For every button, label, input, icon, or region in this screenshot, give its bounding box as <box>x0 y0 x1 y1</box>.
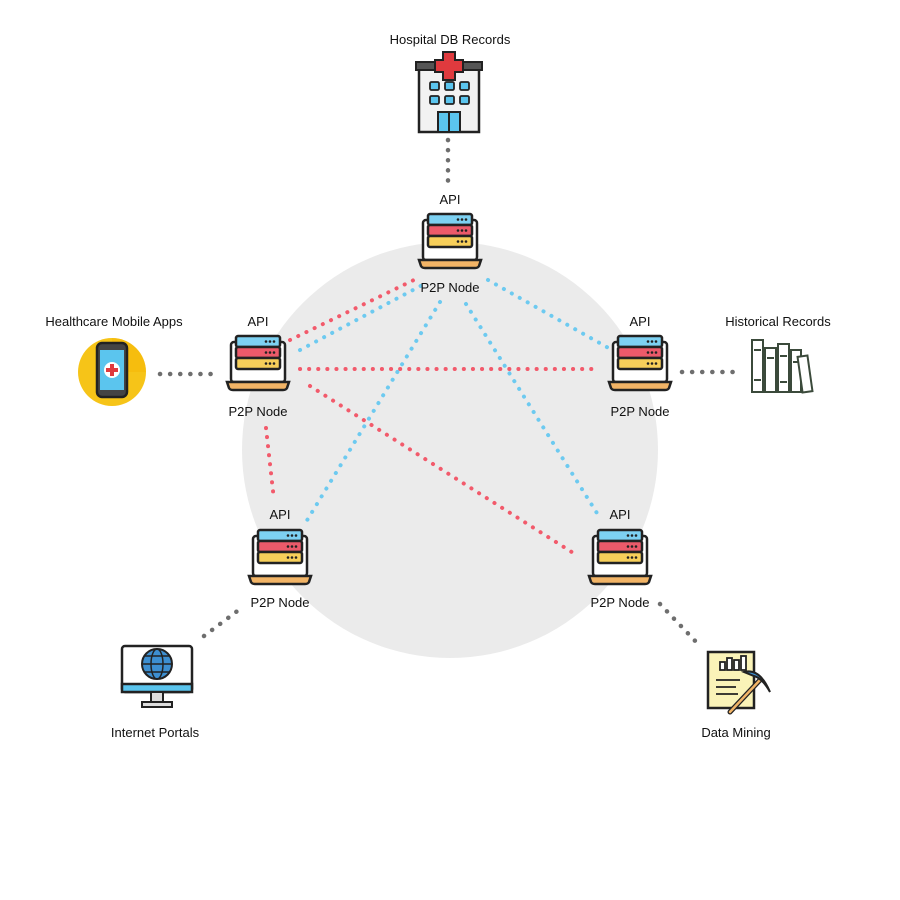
node-label: P2P Node <box>420 280 480 295</box>
source-label-internet: Internet Portals <box>110 725 200 740</box>
link-internet-bl <box>201 603 247 639</box>
server-laptop-icon <box>225 334 291 392</box>
api-label: API <box>629 314 651 329</box>
network-circle <box>242 242 658 658</box>
node-label: P2P Node <box>610 404 670 419</box>
links-layer <box>157 137 741 649</box>
link-left-top <box>298 280 430 352</box>
api-label: API <box>439 192 461 207</box>
server-laptop-icon <box>247 528 313 586</box>
node-label: P2P Node <box>228 404 288 419</box>
node-label: P2P Node <box>250 595 310 610</box>
link-top-right <box>486 278 614 352</box>
link-left-top <box>288 276 420 342</box>
mobile-phone-icon <box>78 338 146 406</box>
api-label: API <box>609 507 631 522</box>
api-label: API <box>269 507 291 522</box>
source-label-hospital: Hospital DB Records <box>389 32 511 47</box>
server-laptop-icon <box>587 528 653 586</box>
link-top-bl <box>304 300 442 524</box>
globe-monitor-icon <box>120 644 194 708</box>
pickaxe-document-icon <box>706 650 771 715</box>
link-top-br <box>464 302 602 520</box>
source-label-mobile: Healthcare Mobile Apps <box>45 314 183 329</box>
source-label-mining: Data Mining <box>701 725 771 740</box>
books-icon <box>751 339 814 394</box>
link-left-br <box>308 384 580 558</box>
link-mining-br <box>657 601 703 649</box>
hospital-icon <box>415 51 483 134</box>
api-label: API <box>247 314 269 329</box>
server-laptop-icon <box>607 334 673 392</box>
link-left-bl <box>264 426 276 502</box>
server-laptop-icon <box>417 212 483 270</box>
node-label: P2P Node <box>590 595 650 610</box>
source-label-historical: Historical Records <box>725 314 831 329</box>
